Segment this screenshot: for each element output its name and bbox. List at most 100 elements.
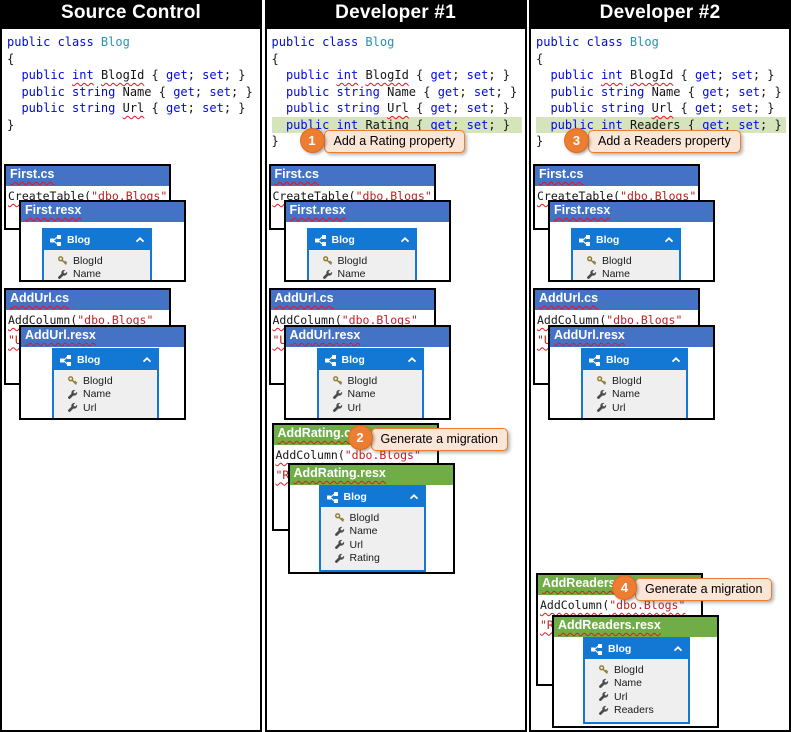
entity-property-label: Url [612,401,626,414]
entity-property-row: Name [67,388,155,402]
entity-icon [60,354,71,366]
code-line: } [271,134,279,148]
entity-property-label: Name [612,388,641,401]
column-developer-1: Developer #1 public class Blog{ public i… [264,0,527,732]
file-card-title: First.cs [6,166,169,186]
entity-name: Blog [341,354,365,366]
entity-property-label: Readers [614,704,654,717]
entity-property-row: BlogId [322,254,413,268]
callout-label-add-rating: Add a Rating property [323,130,466,153]
code-line: public int BlogId { get; set; } [21,68,246,82]
file-card-title: AddUrl.resx [21,327,184,347]
wrench-icon [599,678,609,688]
entity-property-row: BlogId [586,254,677,268]
entity-property-row: BlogId [67,374,155,388]
entity-property-label: BlogId [349,511,380,524]
file-name: AddUrl.cs [539,291,599,305]
entity-property-label: Name [614,677,643,690]
callout-number-4: 4 [612,575,637,600]
entity-property-label: BlogId [347,374,378,387]
wrench-icon [68,403,78,413]
code-line: "U [537,332,551,347]
code-line: public int BlogId { get; set; } [285,68,511,82]
wrench-icon [332,389,342,399]
entity-property-label: BlogId [602,254,632,267]
chevron-icon [400,236,409,243]
chevron-icon [407,356,416,363]
file-name: AddRating.resx [293,466,386,480]
code-line: { [7,51,15,66]
entity-property-row: Name [322,268,413,280]
code-line: public string Url { get; set; } [21,101,246,115]
entity-property-row: BlogId [57,254,148,268]
code-snippet-blog-class: public class Blog{ public int BlogId { g… [536,34,786,150]
entity-icon [50,234,61,246]
file-card-code: AddColumn("dbo.Blogs" "R [538,595,701,635]
file-card-code: AddColumn("dbo.Blogs""U [6,310,169,350]
entity-name: Blog [608,643,632,655]
entity-name: Blog [606,354,630,366]
entity-header: Blog [44,230,150,250]
entity-name: Blog [67,234,91,246]
wrench-icon [332,403,342,413]
entity-property-row: BlogId [332,374,420,388]
callout-label-generate-migration: Generate a migration [635,578,773,601]
file-card-code: AddColumn("dbo.Blogs""R [274,445,437,485]
code-line: CreateTable("dbo.Blogs" [272,189,432,203]
entity-property-label: BlogId [83,374,113,387]
file-card-code: CreateTable("dbo.Blogs" [271,186,434,207]
file-card-title: AddUrl.resx [550,327,713,347]
entity-property-label: Url [347,401,361,414]
callout-number-2: 2 [347,425,373,450]
file-name: First.resx [554,203,611,217]
code-line: CreateTable("dbo.Blogs" [537,189,697,203]
file-name: First.cs [539,167,584,181]
column-title: Developer #2 [531,2,789,29]
entity-property-label: BlogId [337,254,368,267]
file-card-code: AddColumn("dbo.Blogs""U [535,310,698,350]
callout-number-1: 1 [299,128,325,153]
code-line: "R [540,617,554,632]
file-card-code: CreateTable("dbo.Blogs" [535,186,698,207]
entity-property-label: BlogId [614,663,644,676]
file-name: AddReaders.cs [542,576,634,590]
entity-property-label: BlogId [73,254,103,267]
file-name: AddRating.cs [277,426,359,440]
wrench-icon [334,553,344,563]
entity-icon [314,234,326,246]
code-line: AddColumn("dbo.Blogs" [275,448,421,462]
file-name: AddUrl.cs [10,291,70,305]
wrench-icon [58,269,68,279]
entity-property-row: Url [332,401,420,415]
entity-property-row: Url [596,401,684,415]
file-name: AddReaders.resx [558,618,661,632]
key-icon [68,376,78,386]
code-line: { [536,51,544,66]
entity-icon [324,354,336,366]
entity-property-label: Name [83,388,112,401]
entity-property-label: Rating [349,552,380,565]
entity-icon [579,234,590,246]
code-line: AddColumn("dbo.Blogs" [540,598,686,612]
entity-property-row: BlogId [598,663,686,677]
entity-property-row: Readers [598,704,686,718]
entity-icon [591,643,602,655]
code-snippet-blog-class: public class Blog{ public int BlogId { g… [271,34,522,150]
entity-property-label: BlogId [612,374,642,387]
entity-property-row: Name [334,525,422,539]
entity-property-row: BlogId [596,374,684,388]
entity-icon [589,354,600,366]
wrench-icon [334,526,344,536]
code-line: } [536,134,544,148]
entity-header: Blog [54,350,157,370]
entity-property-row: Name [332,388,420,402]
entity-property-label: Url [349,538,363,551]
